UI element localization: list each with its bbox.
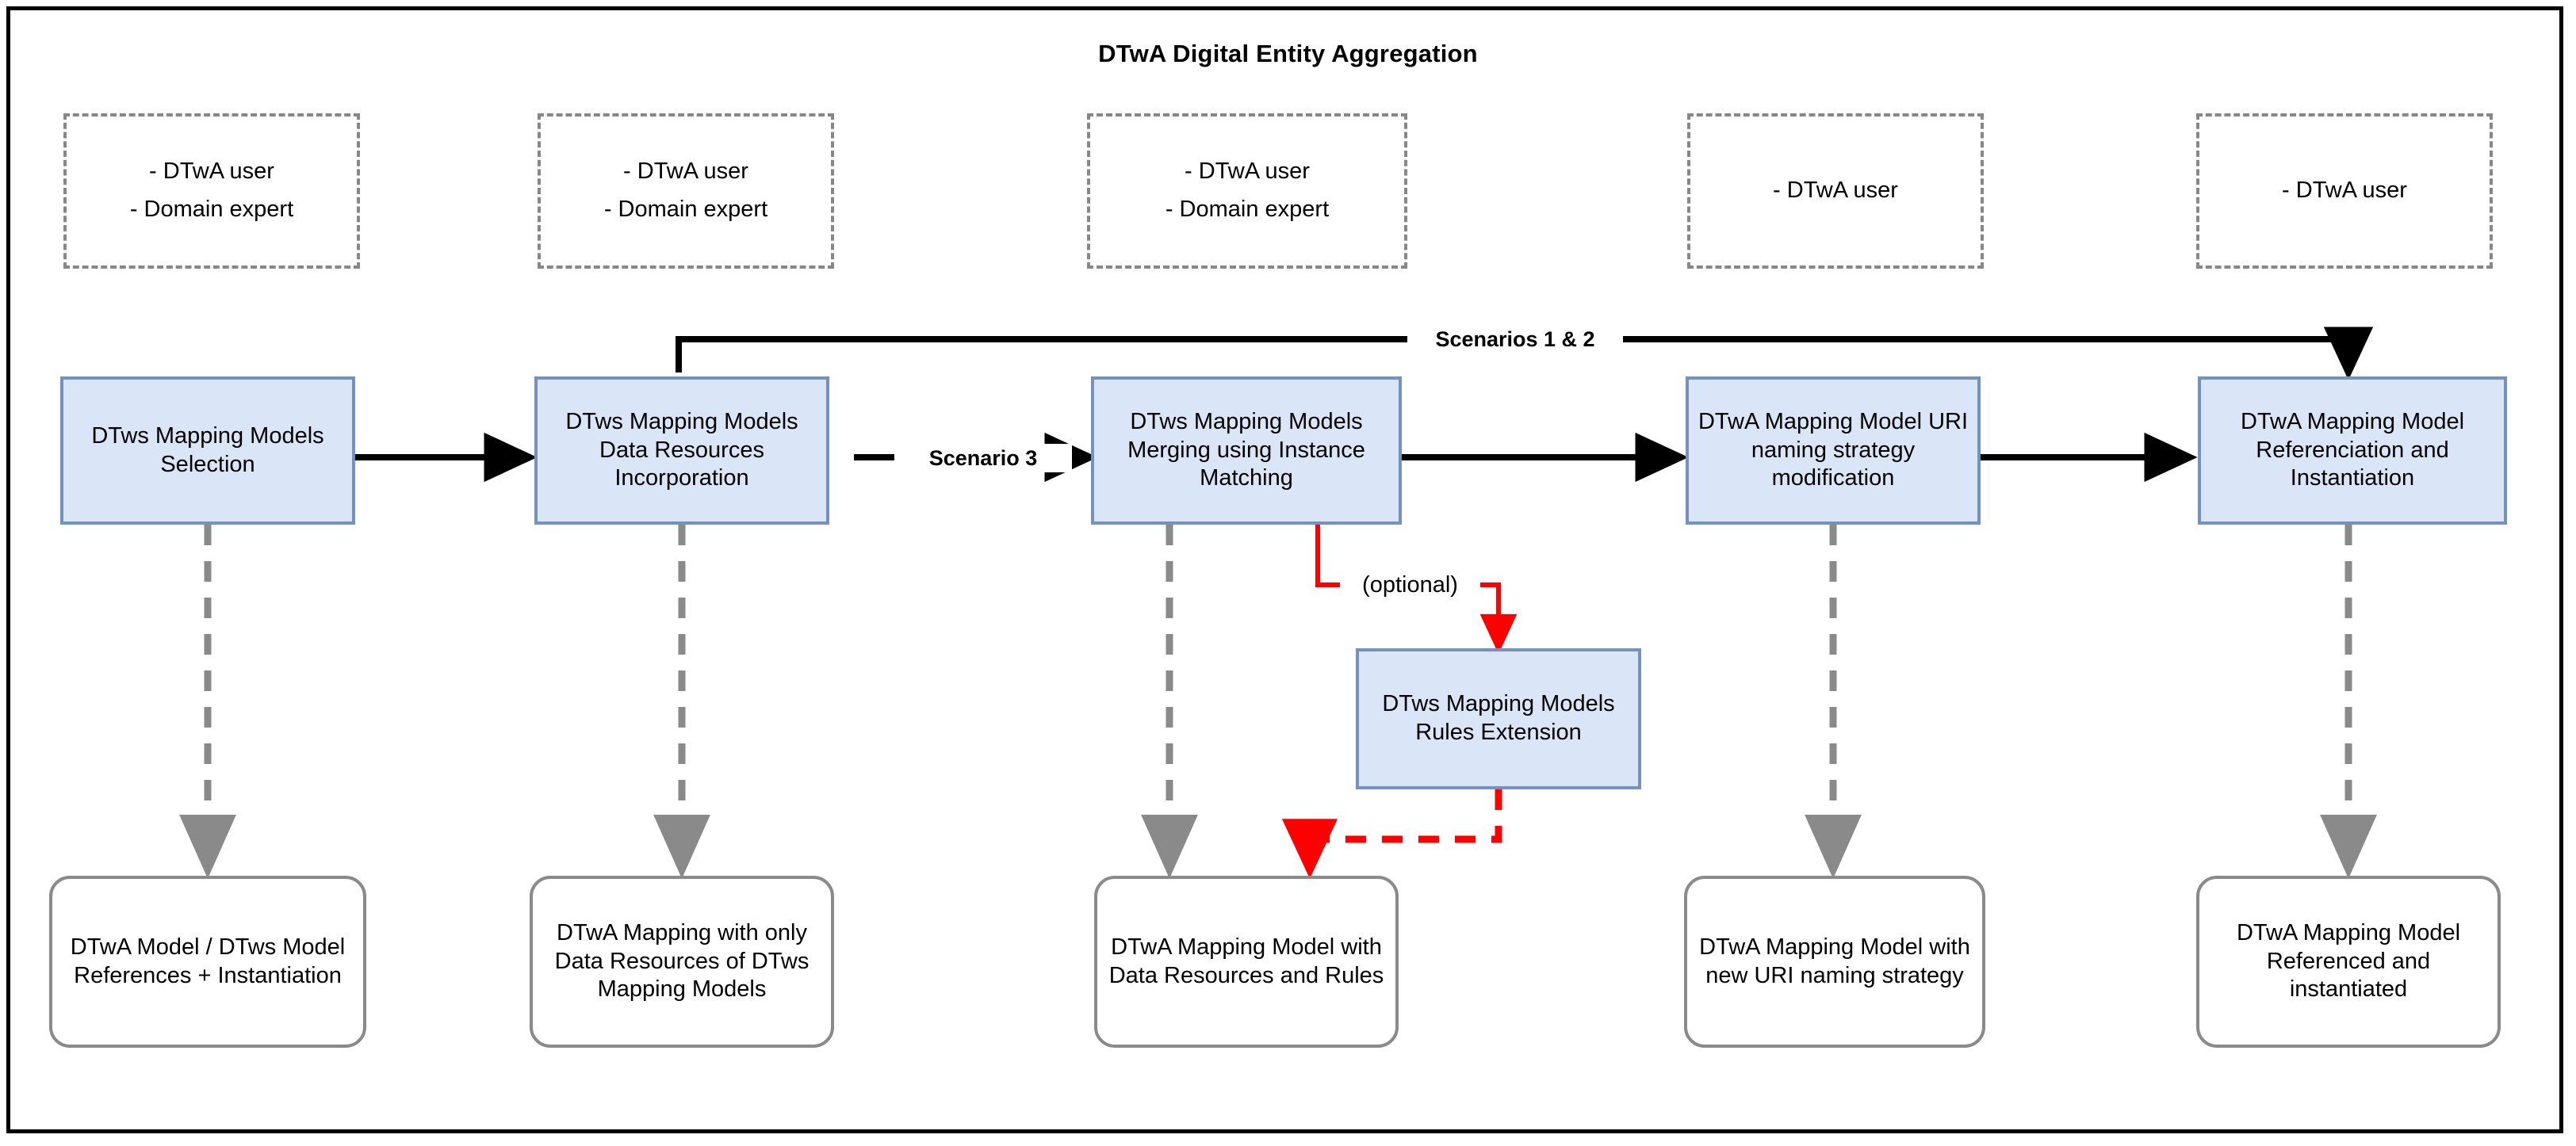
actor-line: - Domain expert bbox=[1165, 197, 1330, 222]
actor-line: - DTwA user bbox=[623, 159, 748, 185]
artefact-box-5[interactable]: DTwA Mapping Model Referenced and instan… bbox=[2196, 876, 2501, 1048]
actor-box-2: - DTwA user - Domain expert bbox=[538, 113, 834, 269]
artefact-box-3[interactable]: DTwA Mapping Model with Data Resources a… bbox=[1094, 876, 1399, 1048]
flow-label-scenarios-1-2: Scenarios 1 & 2 bbox=[1407, 325, 1623, 353]
process-box-1[interactable]: DTws Mapping Models Selection bbox=[60, 376, 355, 525]
process-box-5[interactable]: DTwA Mapping Model Referenciation and In… bbox=[2198, 376, 2507, 525]
actor-box-3: - DTwA user - Domain expert bbox=[1087, 113, 1407, 269]
flow-label-optional: (optional) bbox=[1340, 569, 1480, 601]
artefact-box-2[interactable]: DTwA Mapping with only Data Resources of… bbox=[530, 876, 834, 1048]
artefact-box-4[interactable]: DTwA Mapping Model with new URI naming s… bbox=[1684, 876, 1985, 1048]
actor-box-1: - DTwA user - Domain expert bbox=[63, 113, 360, 269]
actor-line: - DTwA user bbox=[1773, 178, 1898, 204]
actor-line: - DTwA user bbox=[149, 159, 274, 185]
actor-box-4: - DTwA user bbox=[1687, 113, 1984, 269]
page-title: DTwA Digital Entity Aggregation bbox=[1098, 40, 1478, 67]
process-box-4[interactable]: DTwA Mapping Model URI naming strategy m… bbox=[1686, 376, 1981, 525]
actor-box-5: - DTwA user bbox=[2196, 113, 2493, 269]
process-box-3[interactable]: DTws Mapping Models Merging using Instan… bbox=[1091, 376, 1402, 525]
process-box-2[interactable]: DTws Mapping Models Data Resources Incor… bbox=[534, 376, 829, 525]
actor-line: - Domain expert bbox=[129, 197, 294, 222]
actor-line: - DTwA user bbox=[2282, 178, 2407, 204]
process-box-optional[interactable]: DTws Mapping Models Rules Extension bbox=[1356, 648, 1641, 789]
actor-line: - Domain expert bbox=[603, 197, 768, 222]
flow-label-scenario-3: Scenario 3 bbox=[894, 444, 1072, 472]
actor-line: - DTwA user bbox=[1185, 159, 1310, 185]
artefact-box-1[interactable]: DTwA Model / DTws Model References + Ins… bbox=[49, 876, 366, 1048]
